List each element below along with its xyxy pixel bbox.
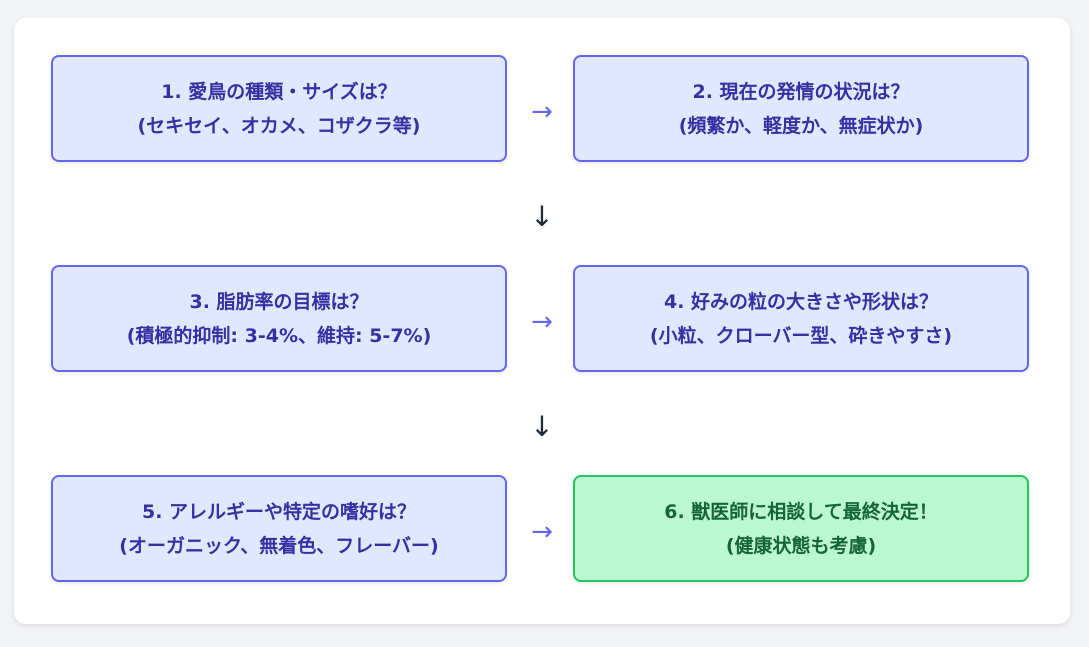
step-3-title: 3. 脂肪率の目標は？	[189, 290, 369, 313]
down-arrow-icon: ↓	[530, 200, 554, 233]
step-4-title: 4. 好みの粒の大きさや形状は？	[663, 290, 939, 313]
step-3-box: 3. 脂肪率の目標は？ (積極的抑制: 3-4%、維持: 5-7%)	[51, 265, 507, 372]
step-4-detail: (小粒、クローバー型、砕きやすさ)	[649, 324, 953, 347]
step-2-box: 2. 現在の発情の状況は？ (頻繁か、軽度か、無症状か)	[573, 55, 1029, 162]
step-5-box: 5. アレルギーや特定の嗜好は？ (オーガニック、無着色、フレーバー)	[51, 475, 507, 582]
right-arrow-icon: →	[531, 517, 553, 547]
step-2-detail: (頻繁か、軽度か、無症状か)	[678, 114, 924, 137]
right-arrow-icon: →	[531, 97, 553, 127]
step-5-detail: (オーガニック、無着色、フレーバー)	[119, 534, 439, 557]
right-arrow-icon: →	[531, 307, 553, 337]
step-3-detail: (積極的抑制: 3-4%、維持: 5-7%)	[126, 324, 432, 347]
step-6-detail: (健康状態も考慮)	[725, 534, 877, 557]
step-6-title: 6. 獣医師に相談して最終決定！	[664, 500, 938, 523]
step-4-box: 4. 好みの粒の大きさや形状は？ (小粒、クローバー型、砕きやすさ)	[573, 265, 1029, 372]
step-6-final-box: 6. 獣医師に相談して最終決定！ (健康状態も考慮)	[573, 475, 1029, 582]
down-arrow-icon: ↓	[530, 410, 554, 443]
step-5-title: 5. アレルギーや特定の嗜好は？	[141, 500, 417, 523]
step-1-box: 1. 愛鳥の種類・サイズは？ (セキセイ、オカメ、コザクラ等)	[51, 55, 507, 162]
step-1-title: 1. 愛鳥の種類・サイズは？	[161, 80, 397, 103]
step-1-detail: (セキセイ、オカメ、コザクラ等)	[137, 114, 421, 137]
step-2-title: 2. 現在の発情の状況は？	[692, 80, 910, 103]
